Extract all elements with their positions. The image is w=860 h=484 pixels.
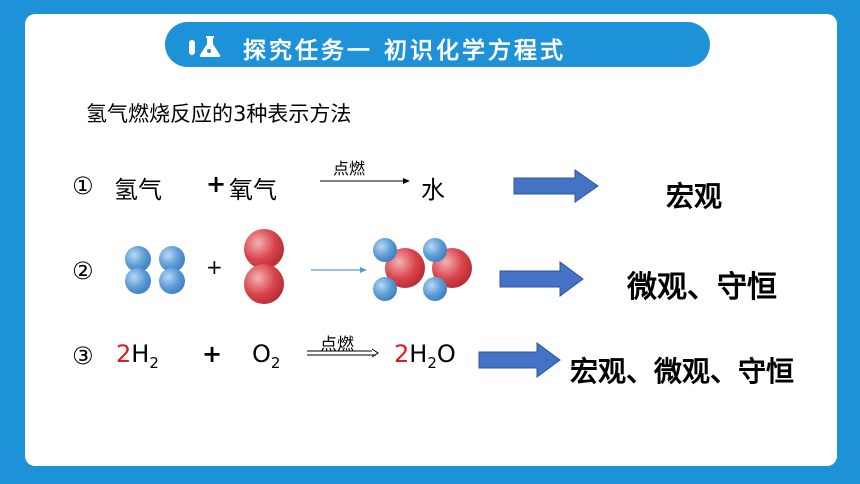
row1-number: ① — [72, 172, 94, 200]
title-banner: 探究任务一 初识化学方程式 — [165, 22, 710, 67]
row3-coef1: 2 — [116, 340, 132, 368]
row1-reaction-arrow — [320, 178, 410, 184]
row1-reactant1: 氢气 — [114, 176, 162, 204]
oxygen-molecule — [244, 229, 284, 304]
row1-plus: + — [206, 170, 227, 198]
row1-result-arrow — [513, 169, 599, 203]
row2-reaction-arrow — [311, 267, 367, 273]
row3-condition: 点燃 — [320, 335, 354, 355]
row3-reaction-arrow — [307, 348, 379, 358]
water-molecule-2 — [423, 238, 472, 301]
row1-product: 水 — [421, 176, 445, 204]
row1-condition: 点燃 — [333, 159, 366, 178]
row3-number: ③ — [72, 342, 94, 370]
subtitle: 氢气燃烧反应的3种表示方法 — [86, 102, 352, 126]
row3-h2: H — [409, 340, 428, 368]
row3-sub-o2: 2 — [270, 353, 281, 372]
row3-h: H — [131, 340, 150, 368]
row3-sub-h2o: 2 — [427, 353, 437, 372]
water-molecule-1 — [373, 238, 425, 301]
row3-label: 宏观、微观、守恒 — [570, 355, 795, 388]
row3-o: O — [252, 340, 271, 368]
row3-o2: O — [436, 340, 456, 368]
row3-formula-h2o: 2H2O — [394, 340, 456, 372]
row3-sub-h2: 2 — [149, 353, 159, 372]
row1-reactant2: 氧气 — [229, 176, 277, 204]
hydrogen-molecule-1 — [125, 246, 151, 294]
row1-label: 宏观 — [666, 180, 723, 213]
flask-icon — [189, 36, 221, 57]
row3-formula-h2: 2H2 — [116, 340, 159, 372]
row3-coef2: 2 — [394, 340, 410, 368]
hydrogen-molecule-2 — [159, 246, 185, 294]
row3-plus: + — [202, 340, 223, 368]
row3-result-arrow — [478, 342, 561, 378]
row2-result-arrow — [499, 261, 584, 297]
row3-formula-o2: O2 — [252, 340, 280, 372]
row2-plus: + — [206, 255, 223, 279]
row2-number: ② — [72, 257, 94, 285]
row2-label: 微观、守恒 — [627, 270, 777, 305]
page-title: 探究任务一 初识化学方程式 — [243, 38, 567, 64]
